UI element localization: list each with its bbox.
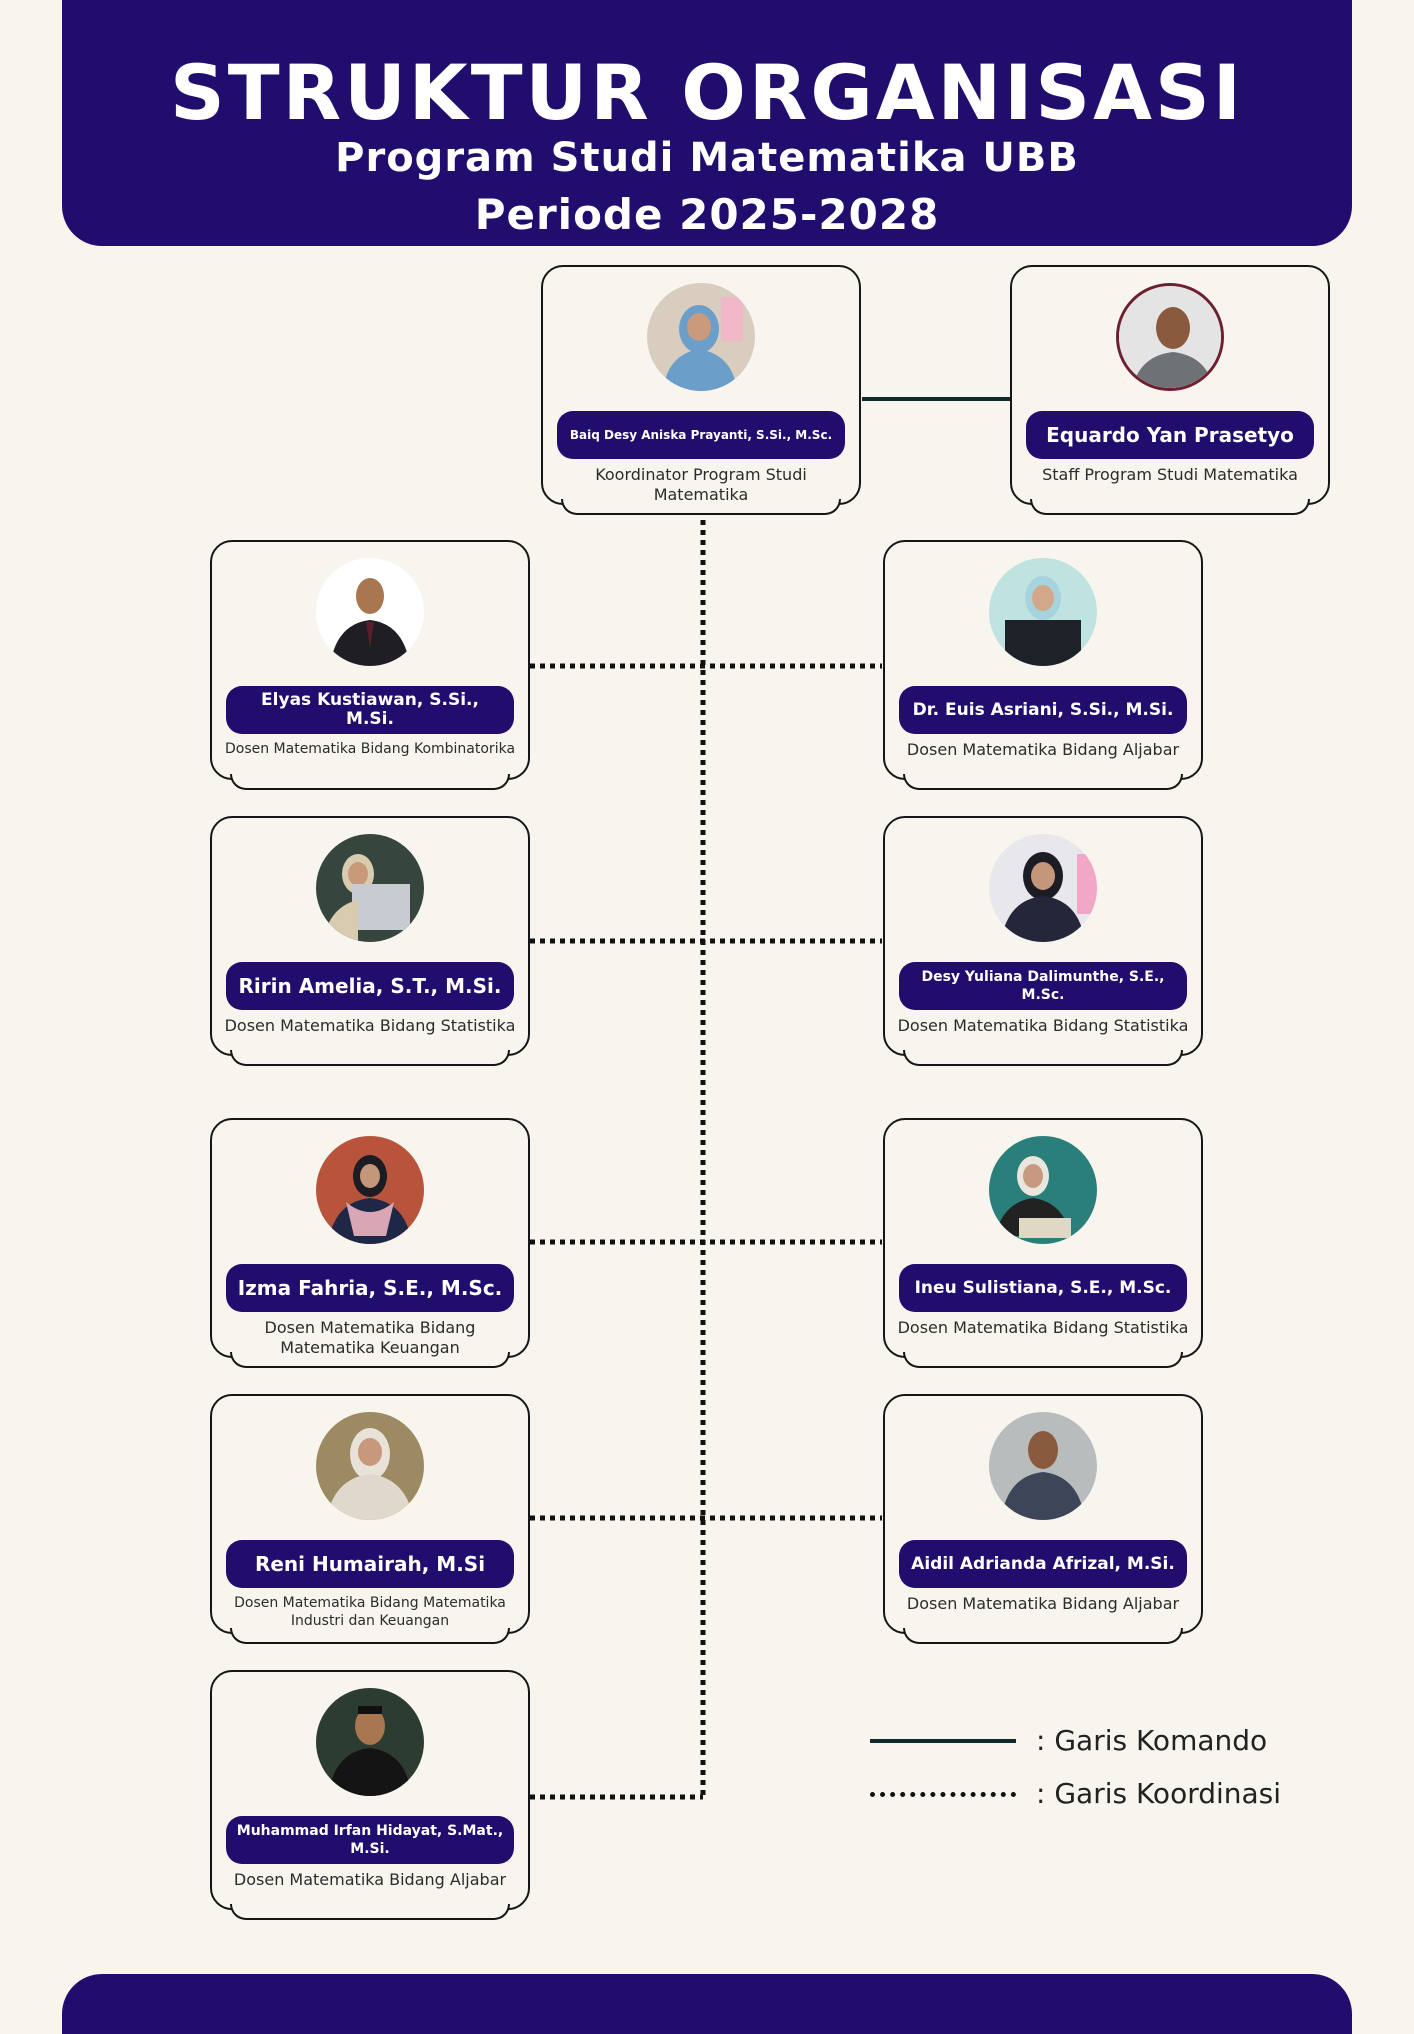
lecturer-name: Ririn Amelia, S.T., M.Si. (226, 962, 514, 1010)
lecturer-name: Reni Humairah, M.Si (226, 1540, 514, 1588)
lecturer-role: Dosen Matematika Bidang Matematika Indus… (234, 1595, 506, 1629)
legend-command-swatch (870, 1739, 1016, 1743)
lecturer-role: Dosen Matematika Bidang Aljabar (906, 740, 1180, 759)
lecturer-photo (316, 1136, 424, 1244)
header-banner: STRUKTUR ORGANISASI Program Studi Matema… (62, 0, 1352, 246)
lecturer-role: Dosen Matematika Bidang Statistika (897, 1318, 1189, 1337)
card-stack-edge (903, 1628, 1183, 1644)
card-stack-edge (230, 1904, 510, 1920)
lecturer-role: Dosen Matematika Bidang Aljabar (233, 1870, 507, 1889)
lecturer-photo (316, 1688, 424, 1796)
lecturer-role: Dosen Matematika Bidang Matematika Keuan… (264, 1318, 476, 1357)
coordinator-role: Koordinator Program Studi Matematika (595, 465, 807, 504)
lecturer-photo (316, 558, 424, 666)
lecturer-card-aidil[interactable]: Aidil Adrianda Afrizal, M.Si. Dosen Mate… (883, 1394, 1203, 1644)
lecturer-photo (989, 1412, 1097, 1520)
lecturer-card-reni[interactable]: Reni Humairah, M.Si Dosen Matematika Bid… (210, 1394, 530, 1644)
lecturer-photo (989, 558, 1097, 666)
legend-coordination-swatch (870, 1792, 1016, 1797)
card-stack-edge (903, 1352, 1183, 1368)
lecturer-name: Desy Yuliana Dalimunthe, S.E., M.Sc. (899, 962, 1187, 1010)
card-stack-edge (903, 1050, 1183, 1066)
page-subtitle: Program Studi Matematika UBB (335, 135, 1079, 181)
lecturer-name: Ineu Sulistiana, S.E., M.Sc. (899, 1264, 1187, 1312)
lecturer-role: Dosen Matematika Bidang Aljabar (906, 1594, 1180, 1613)
lecturer-card-euis[interactable]: Dr. Euis Asriani, S.Si., M.Si. Dosen Mat… (883, 540, 1203, 790)
lecturer-photo (989, 1136, 1097, 1244)
lecturer-photo (989, 834, 1097, 942)
lecturer-name: Izma Fahria, S.E., M.Sc. (226, 1264, 514, 1312)
footer-banner (62, 1974, 1352, 2034)
lecturer-photo (316, 1412, 424, 1520)
page-title: STRUKTUR ORGANISASI (169, 48, 1245, 137)
lecturer-card-elyas[interactable]: Elyas Kustiawan, S.Si., M.Si. Dosen Mate… (210, 540, 530, 790)
lecturer-card-izma[interactable]: Izma Fahria, S.E., M.Sc. Dosen Matematik… (210, 1118, 530, 1368)
lecturer-card-irfan[interactable]: Muhammad Irfan Hidayat, S.Mat., M.Si. Do… (210, 1670, 530, 1920)
lecturer-card-desy[interactable]: Desy Yuliana Dalimunthe, S.E., M.Sc. Dos… (883, 816, 1203, 1066)
lecturer-name: Aidil Adrianda Afrizal, M.Si. (899, 1540, 1187, 1588)
card-stack-edge (230, 774, 510, 790)
coordinator-card[interactable]: Baiq Desy Aniska Prayanti, S.Si., M.Sc. … (541, 265, 861, 515)
staff-role: Staff Program Studi Matematika (1042, 465, 1298, 484)
coordinator-name: Baiq Desy Aniska Prayanti, S.Si., M.Sc. (557, 411, 845, 459)
lecturer-role: Dosen Matematika Bidang Statistika (224, 1016, 516, 1035)
staff-name: Equardo Yan Prasetyo (1026, 411, 1314, 459)
staff-photo (1116, 283, 1224, 391)
lecturer-card-ineu[interactable]: Ineu Sulistiana, S.E., M.Sc. Dosen Matem… (883, 1118, 1203, 1368)
lecturer-name: Elyas Kustiawan, S.Si., M.Si. (226, 686, 514, 734)
legend-coordination-label: : Garis Koordinasi (1036, 1777, 1282, 1810)
coordinator-photo (647, 283, 755, 391)
staff-card[interactable]: Equardo Yan Prasetyo Staff Program Studi… (1010, 265, 1330, 515)
lecturer-name: Dr. Euis Asriani, S.Si., M.Si. (899, 686, 1187, 734)
card-stack-edge (903, 774, 1183, 790)
lecturer-role: Dosen Matematika Bidang Statistika (897, 1016, 1189, 1035)
period-label: Periode 2025-2028 (474, 190, 940, 239)
card-stack-edge (230, 1050, 510, 1066)
lecturer-name: Muhammad Irfan Hidayat, S.Mat., M.Si. (226, 1816, 514, 1864)
card-stack-edge (1030, 499, 1310, 515)
card-stack-edge (230, 1628, 510, 1644)
lecturer-card-ririn[interactable]: Ririn Amelia, S.T., M.Si. Dosen Matemati… (210, 816, 530, 1066)
lecturer-role: Dosen Matematika Bidang Kombinatorika (224, 741, 516, 757)
lecturer-photo (316, 834, 424, 942)
legend-command-label: : Garis Komando (1036, 1724, 1268, 1757)
